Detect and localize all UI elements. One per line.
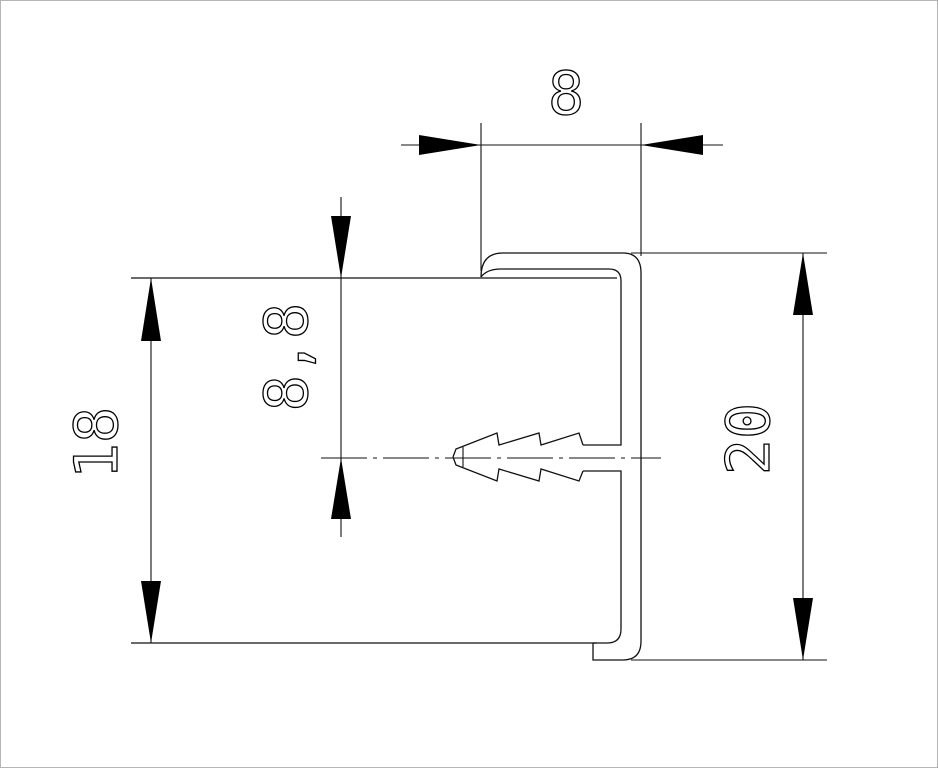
offset-dimension: 8,8 [251, 197, 351, 537]
profile-bottom-inner [583, 470, 622, 644]
right-height-dimension: 20 [631, 252, 827, 661]
top-arrow-right [641, 135, 703, 155]
top-width-label: 8 [548, 59, 584, 129]
profile-top-inner [480, 268, 622, 446]
right-height-label: 20 [714, 403, 784, 475]
offset-label: 8,8 [252, 303, 322, 411]
left-height-dimension: 18 [61, 278, 161, 643]
top-arrow-left [419, 135, 481, 155]
dowel-upper-teeth [452, 432, 584, 458]
offset-arrow-bottom [331, 458, 351, 519]
top-width-dimension: 8 [401, 58, 723, 271]
left-arrow-bottom [141, 581, 161, 643]
offset-arrow-top [331, 216, 351, 278]
dowel-anchor [452, 432, 584, 482]
left-height-label: 18 [62, 407, 132, 479]
dowel-lower-teeth [452, 456, 584, 482]
right-arrow-bottom [793, 598, 813, 660]
left-arrow-top [141, 278, 161, 341]
right-arrow-top [793, 253, 813, 315]
profile-outline [131, 252, 642, 661]
profile-top-outer [480, 252, 642, 661]
